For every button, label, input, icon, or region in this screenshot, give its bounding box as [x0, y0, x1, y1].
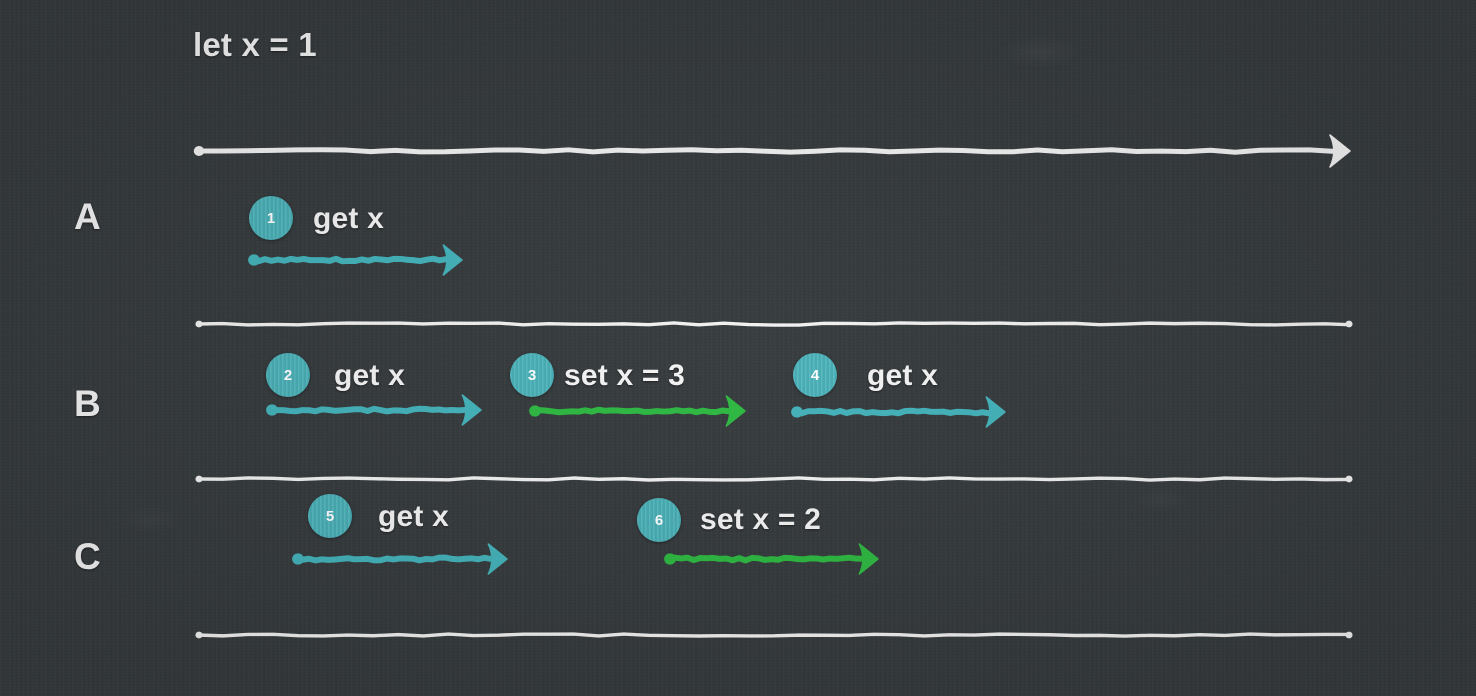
step-badge-6[interactable]: 6: [637, 498, 681, 542]
operation-label-1: get x: [313, 202, 385, 235]
page-title: let x = 1: [193, 26, 317, 63]
operation-label-5: get x: [378, 500, 450, 533]
row-label-c: C: [74, 536, 101, 577]
step-badge-5[interactable]: 5: [308, 494, 352, 538]
row-label-a: A: [74, 196, 101, 237]
operation-label-3: set x = 3: [564, 359, 686, 392]
operation-label-4: get x: [867, 359, 939, 392]
step-badge-3[interactable]: 3: [510, 353, 554, 397]
operation-label-2: get x: [334, 359, 406, 392]
operation-label-6: set x = 2: [700, 503, 822, 536]
step-badge-2[interactable]: 2: [266, 353, 310, 397]
row-label-b: B: [74, 383, 101, 424]
step-badge-1[interactable]: 1: [249, 196, 293, 240]
step-badge-4[interactable]: 4: [793, 353, 837, 397]
